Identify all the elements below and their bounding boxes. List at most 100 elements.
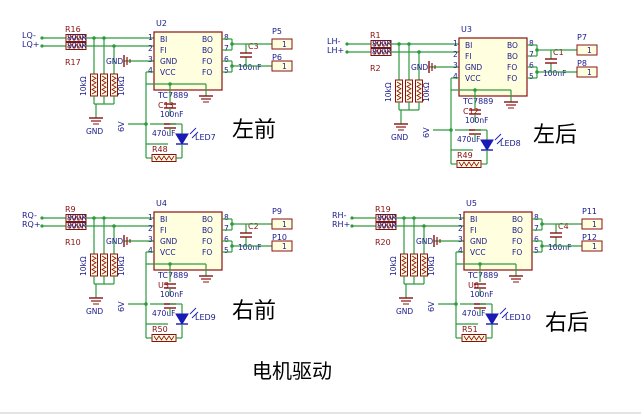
ic-pin-number: 7 [224, 224, 229, 233]
ic-pin-label: FO [512, 237, 522, 246]
connector-b [576, 66, 598, 78]
resistor-mark [463, 335, 485, 341]
resistor-ref: R17 [65, 58, 81, 67]
pull-down-value: 10kΩ [79, 256, 88, 276]
input-label-minus: LQ- [22, 31, 36, 40]
ground-label: GND [396, 307, 413, 316]
resistor-mark [401, 255, 407, 275]
junction-dot [92, 36, 96, 40]
connector-pin: 1 [282, 220, 287, 229]
led-resistor-ref: R50 [152, 325, 168, 334]
connector-b [581, 240, 603, 252]
input-label-minus: RH- [332, 211, 347, 220]
driver-ic-body [153, 31, 223, 91]
regulator-label: TC7889 [467, 271, 498, 280]
junction-dot [535, 70, 539, 74]
ground-label: GND [391, 133, 408, 142]
led-arrow [501, 311, 509, 319]
ic-pin-label: FO [202, 57, 212, 66]
input-terminal [350, 224, 354, 228]
resistor-mark [91, 75, 97, 95]
resistor-mark [377, 223, 395, 229]
connector-ref: P10 [272, 233, 287, 242]
ic-pin-label: FO [507, 74, 517, 83]
capacitor-value: 100nF [543, 69, 566, 78]
ic-pin-number: 6 [224, 55, 229, 64]
resistor-mark [406, 81, 412, 101]
led-arrow [189, 307, 197, 315]
resistor-ref: R9 [65, 205, 76, 214]
ic-pin-number: 1 [458, 213, 463, 222]
connector-ref: P9 [272, 207, 282, 216]
connector-a [576, 44, 598, 56]
ic-pin-number: 1 [453, 39, 458, 48]
ic-pin-number: 8 [224, 213, 229, 222]
pull-down-value: 10kΩ [389, 256, 398, 276]
junction-dot [535, 48, 539, 52]
region-label: 右前 [232, 299, 276, 324]
connector-ref: P12 [582, 233, 597, 242]
ic-pin-label: FI [465, 52, 472, 61]
input-terminal [40, 36, 44, 40]
ic-pin-number: 6 [529, 61, 534, 70]
capacitor-ref: C4 [558, 222, 569, 231]
gnd-net-label: GND [416, 237, 433, 246]
ic-pin-label: GND [160, 57, 177, 66]
resistor-value: 800R [377, 214, 397, 223]
connector-a [581, 218, 603, 230]
ic-pin-label: GND [160, 237, 177, 246]
pull-down-value: 10kΩ [79, 76, 88, 96]
input-label-plus: RH+ [332, 220, 350, 229]
junction-dot [540, 222, 544, 226]
connector-ref: P7 [577, 33, 587, 42]
ic-pin-label: VCC [465, 74, 481, 83]
capacitor-ref: C1 [553, 48, 564, 57]
regulator-ref: U3 [158, 281, 169, 290]
led-arrow [499, 307, 507, 315]
pull-down-value: 10kΩ [427, 256, 436, 276]
resistor-mark [377, 215, 395, 221]
ic-ref: U5 [466, 199, 477, 208]
led-arrow [496, 137, 504, 145]
electrolytic-value: 470uF [152, 129, 175, 138]
junction-dot [230, 64, 234, 68]
input-terminal [345, 50, 349, 54]
resistor-mark [458, 161, 480, 167]
decoupling-capacitor-value: 100nF [465, 116, 488, 125]
connector-a [271, 218, 293, 230]
input-label-minus: RQ- [22, 211, 37, 220]
ic-pin-number: 6 [534, 235, 539, 244]
region-label: 左后 [533, 123, 577, 148]
ic-pin-number: 4 [453, 72, 458, 81]
gnd-net-label: GND [106, 57, 123, 66]
ic-pin-label: BO [202, 35, 213, 44]
led-resistor-ref: R51 [462, 325, 478, 334]
resistor-mark [153, 155, 175, 161]
ic-pin-label: BO [202, 226, 213, 235]
junction-dot [540, 244, 544, 248]
ic-pin-label: BI [465, 41, 472, 50]
resistor-mark [91, 255, 97, 275]
supply-label: 6V [422, 127, 431, 138]
ic-ref: U4 [156, 199, 167, 208]
connector-ref: P8 [577, 59, 587, 68]
resistor-value: 800R [67, 222, 87, 231]
ic-pin-label: VCC [470, 248, 486, 257]
connector-pin: 1 [592, 220, 597, 229]
resistor-mark [67, 223, 85, 229]
connector-pin: 1 [282, 40, 287, 49]
regulator-label: TC7889 [157, 271, 188, 280]
resistor-value: 800R [372, 48, 392, 57]
led-resistor-ref: R48 [152, 145, 168, 154]
connector-pin: 1 [282, 242, 287, 251]
resistor-ref: R20 [375, 238, 391, 247]
regulator-label: TC7889 [157, 91, 188, 100]
capacitor-value: 100nF [238, 243, 261, 252]
ic-pin-number: 7 [224, 44, 229, 53]
ic-pin-number: 5 [224, 246, 229, 255]
ic-pin-number: 6 [224, 235, 229, 244]
